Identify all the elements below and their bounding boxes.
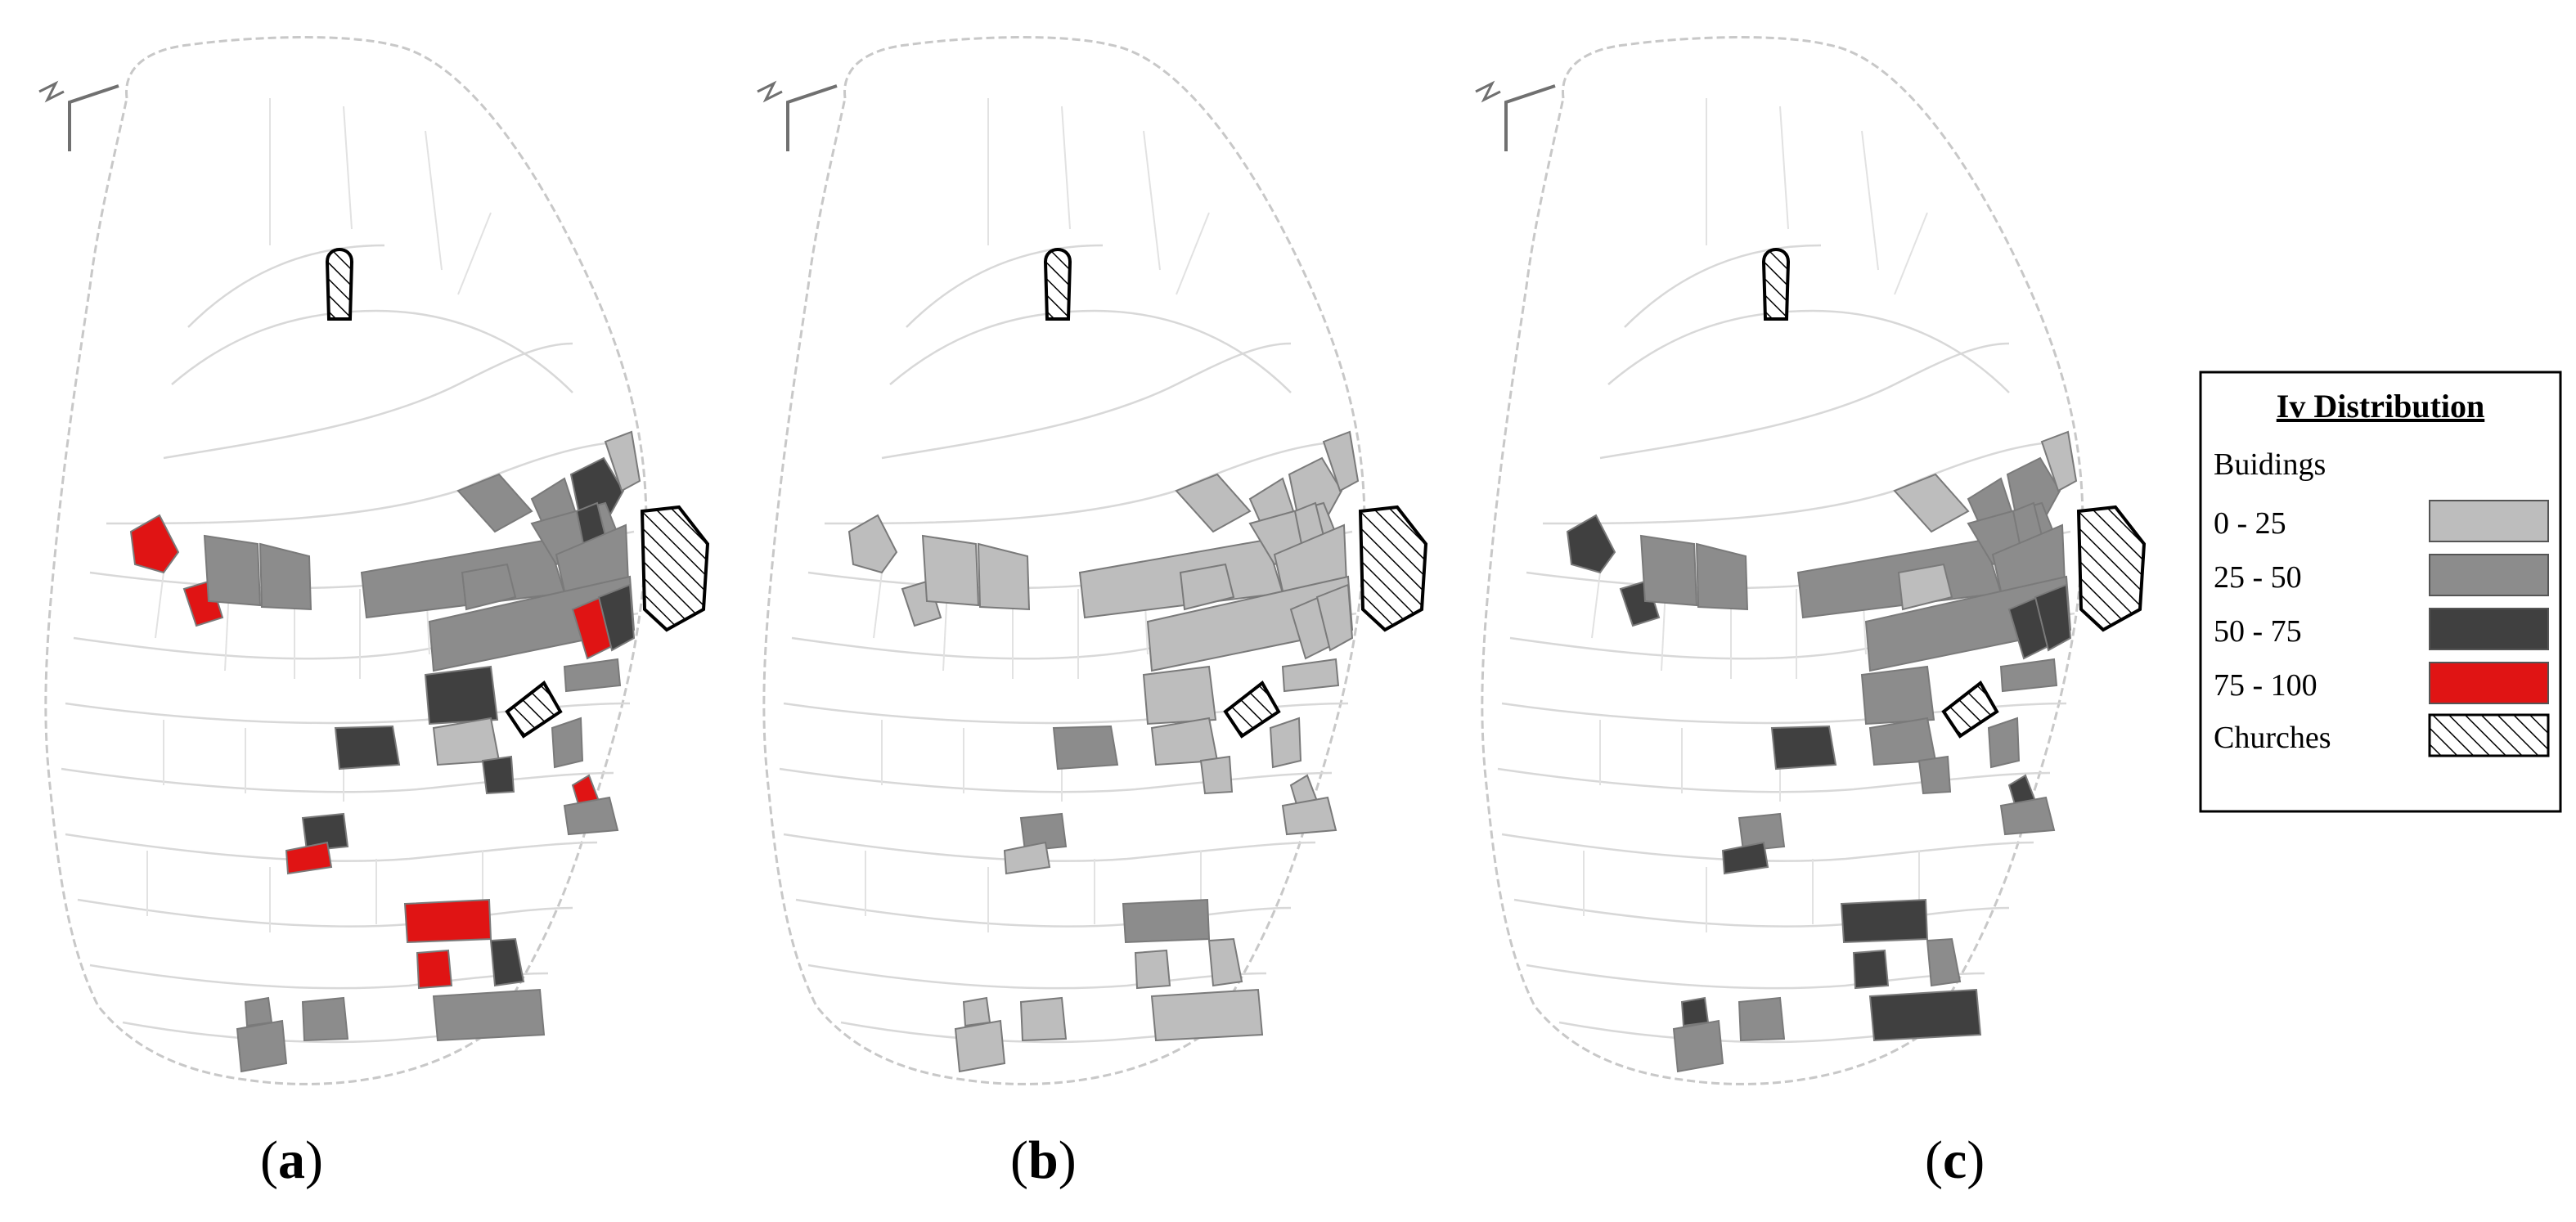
legend-label-1: 25 - 50 [2214, 560, 2302, 595]
building [1019, 812, 1068, 852]
building [1142, 665, 1217, 726]
building [203, 534, 262, 607]
legend-label-4: Churches [2214, 721, 2331, 755]
building [489, 937, 525, 987]
building [1179, 563, 1235, 611]
building [551, 717, 584, 769]
building [1322, 430, 1360, 492]
legend: Iv Distribution Buidings 0 - 25 25 - 50 … [2199, 371, 2562, 813]
building [1150, 717, 1219, 766]
building [1019, 996, 1068, 1042]
map-panel-c [1474, 35, 2146, 1086]
building [2034, 583, 2072, 652]
building [1134, 949, 1171, 990]
building [1122, 898, 1211, 944]
legend-label-2: 50 - 75 [2214, 614, 2302, 649]
building [432, 717, 501, 766]
building [962, 996, 991, 1027]
building [403, 898, 492, 944]
building [1926, 937, 1962, 987]
building [1987, 717, 2021, 769]
building [1150, 988, 1264, 1042]
building [1281, 796, 1337, 836]
legend-swatch-3 [2429, 662, 2549, 704]
building [604, 430, 641, 492]
building [1672, 1019, 1724, 1073]
legend-section-label: Buidings [2214, 447, 2326, 482]
building [1999, 658, 2058, 693]
building [1897, 563, 1953, 611]
building [1207, 937, 1243, 987]
map-panel-b [756, 35, 1427, 1086]
legend-swatch-0 [2429, 500, 2549, 542]
building [563, 796, 619, 836]
legend-swatch-2 [2429, 608, 2549, 650]
building [1052, 725, 1119, 770]
building [921, 534, 980, 607]
building [301, 812, 349, 852]
legend-label-0: 0 - 25 [2214, 506, 2286, 541]
building [1917, 755, 1952, 795]
building [597, 583, 636, 652]
panel-label-c: (c) [1925, 1130, 1985, 1190]
building [1999, 796, 2056, 836]
building [1680, 996, 1710, 1027]
building [285, 841, 333, 875]
building [1281, 658, 1340, 693]
building [1721, 841, 1769, 875]
legend-swatch-4 [2428, 713, 2550, 757]
legend-swatch-1 [2429, 554, 2549, 596]
map-panel-a [38, 35, 709, 1086]
building [301, 996, 349, 1042]
building [1738, 996, 1786, 1042]
building [1738, 812, 1786, 852]
building [416, 949, 453, 990]
building [1893, 473, 1970, 533]
panel-label-b: (b) [1010, 1130, 1077, 1190]
building [563, 658, 622, 693]
building [481, 755, 515, 795]
building [977, 542, 1031, 611]
building [847, 514, 898, 574]
building [1315, 583, 1354, 652]
building [258, 542, 312, 611]
building [1868, 717, 1937, 766]
building [1175, 473, 1252, 533]
building [1840, 898, 1929, 944]
building [1199, 755, 1234, 795]
legend-label-3: 75 - 100 [2214, 668, 2318, 703]
building [1695, 542, 1749, 611]
building [954, 1019, 1006, 1073]
building [1566, 514, 1616, 574]
building [1003, 841, 1051, 875]
panel-label-a: (a) [260, 1130, 323, 1190]
building [236, 1019, 288, 1073]
building [129, 514, 180, 574]
legend-title: Iv Distribution [2277, 388, 2485, 425]
building [456, 473, 533, 533]
building [461, 563, 517, 611]
building [2040, 430, 2078, 492]
building [1639, 534, 1698, 607]
building [1860, 665, 1935, 726]
building [1852, 949, 1890, 990]
building [432, 988, 546, 1042]
building [424, 665, 499, 726]
building [1868, 988, 1982, 1042]
building [1770, 725, 1837, 770]
building [1269, 717, 1302, 769]
building [244, 996, 273, 1027]
building [334, 725, 401, 770]
